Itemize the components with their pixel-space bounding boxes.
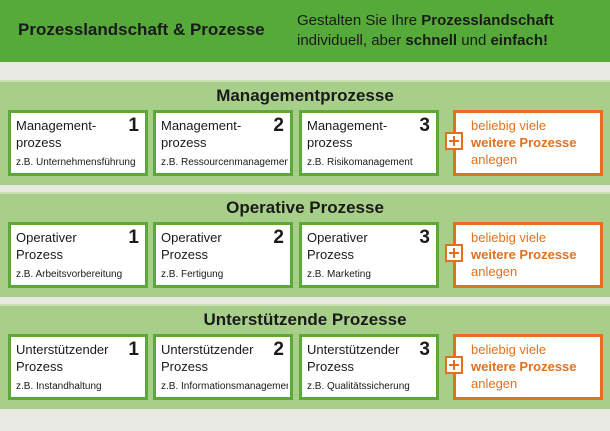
process-number: 3 [419,115,430,136]
process-example: z.B. Informationsmanagement [161,381,288,392]
tagline-text: und [457,32,491,49]
process-card[interactable]: Management-prozess 1 z.B. Unternehmensfü… [8,110,148,176]
process-number: 2 [273,227,284,248]
add-process-card[interactable]: beliebig viele weitere Prozesse anlegen [445,222,603,288]
process-example: z.B. Instandhaltung [16,381,102,392]
process-example: z.B. Qualitätssicherung [307,381,410,392]
add-process-text: anlegen [471,376,518,391]
process-title: Management-prozess [307,118,388,150]
section-title: Operative Prozesse [226,198,384,217]
tagline-emphasis: schnell [405,32,458,49]
add-process-card[interactable]: beliebig viele weitere Prozesse anlegen [445,334,603,400]
process-example: z.B. Marketing [307,269,371,280]
process-title: Management-prozess [161,118,242,150]
process-card[interactable]: Management-prozess 2 z.B. Ressourcenmana… [153,110,293,176]
header-tagline: Gestalten Sie Ihre Prozesslandschaft indi… [297,11,597,51]
process-number: 3 [419,227,430,248]
process-example: z.B. Risikomanagement [307,157,413,168]
header-banner: Prozesslandschaft & Prozesse Gestalten S… [0,0,610,62]
add-process-text: beliebig viele [471,118,547,133]
add-process-card[interactable]: beliebig viele weitere Prozesse anlegen [445,110,603,176]
process-example: z.B. Fertigung [161,269,224,280]
process-example: z.B. Arbeitsvorbereitung [16,269,123,280]
plus-icon[interactable] [445,244,463,262]
plus-icon[interactable] [445,132,463,150]
tagline-text: individuell, aber [297,32,406,49]
tagline-emphasis: einfach! [490,32,548,49]
add-process-text: anlegen [471,264,518,279]
section-title: Managementprozesse [216,86,394,105]
page-title: Prozesslandschaft & Prozesse [18,20,265,39]
add-process-text: beliebig viele [471,342,547,357]
tagline-text: Gestalten Sie Ihre [297,12,422,29]
section-title: Unterstützende Prozesse [203,310,407,329]
add-process-text: weitere Prozesse [471,247,577,262]
process-number: 1 [128,115,139,136]
process-example: z.B. Unternehmensführung [16,157,136,168]
plus-icon[interactable] [445,356,463,374]
process-example: z.B. Ressourcenmanagement [161,157,288,168]
process-title: Management-prozess [16,118,97,150]
process-number: 3 [419,339,430,360]
process-number: 2 [273,115,284,136]
add-process-text: weitere Prozesse [471,135,577,150]
process-card[interactable]: Management-prozess 3 z.B. Risikomanageme… [299,110,439,176]
add-process-text: weitere Prozesse [471,359,577,374]
process-number: 1 [128,227,139,248]
process-number: 2 [273,339,284,360]
process-number: 1 [128,339,139,360]
add-process-text: anlegen [471,152,518,167]
tagline-emphasis: Prozesslandschaft [421,12,554,29]
add-process-text: beliebig viele [471,230,547,245]
